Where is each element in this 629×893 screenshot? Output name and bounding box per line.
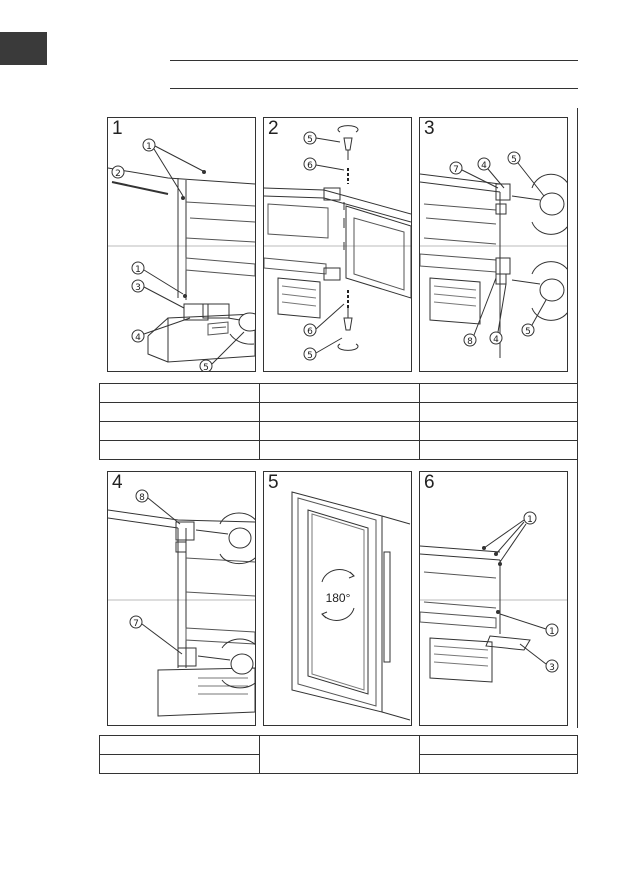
step-1-callout: 3 bbox=[135, 283, 141, 293]
step-5-illustration: 180° bbox=[291, 491, 411, 721]
step-3-callout: 4 bbox=[481, 161, 487, 171]
header-rule-bottom bbox=[170, 88, 578, 89]
step-3-callout: 5 bbox=[511, 155, 517, 165]
step-number: 5 bbox=[268, 472, 279, 493]
step-2-callout: 6 bbox=[307, 327, 313, 337]
step-number: 6 bbox=[424, 472, 435, 493]
step-number: 1 bbox=[112, 118, 123, 139]
language-tab bbox=[0, 32, 47, 65]
step-6-callout: 3 bbox=[549, 663, 555, 673]
step-1-callout: 5 bbox=[203, 363, 209, 371]
step-6-panel: 1 1 3 6 bbox=[419, 471, 568, 726]
step-4-panel: 8 7 4 bbox=[107, 471, 256, 726]
step-1-callout: 1 bbox=[135, 265, 141, 275]
step-4-illustration: 8 7 bbox=[108, 489, 255, 717]
step-3-callout: 4 bbox=[493, 335, 499, 345]
step-1-panel: 1 2 1 3 4 5 1 bbox=[107, 117, 256, 372]
rotation-label: 180° bbox=[326, 591, 351, 605]
step-3-callout: 5 bbox=[525, 327, 531, 337]
step-5-panel: 180° 5 bbox=[263, 471, 412, 726]
step-4-callout: 8 bbox=[139, 493, 145, 503]
table-1 bbox=[99, 383, 578, 460]
page-frame-line bbox=[577, 108, 578, 728]
step-1-illustration: 1 2 1 3 4 5 bbox=[108, 138, 255, 371]
step-2-callout: 5 bbox=[307, 135, 313, 145]
step-2-illustration: 5 6 6 5 bbox=[264, 125, 411, 361]
step-2-callout: 6 bbox=[307, 161, 313, 171]
step-2-panel: 5 6 6 5 2 bbox=[263, 117, 412, 372]
step-number: 3 bbox=[424, 118, 435, 139]
step-6-callout: 1 bbox=[527, 515, 533, 525]
step-6-illustration: 1 1 3 bbox=[420, 511, 567, 683]
step-4-callout: 7 bbox=[133, 619, 139, 629]
header-rule-top bbox=[170, 60, 578, 61]
step-1-callout: 2 bbox=[115, 169, 121, 179]
step-6-callout: 1 bbox=[549, 627, 555, 637]
step-3-callout: 8 bbox=[467, 337, 473, 347]
step-1-callout: 1 bbox=[146, 142, 152, 152]
table-2 bbox=[99, 735, 578, 774]
step-3-panel: 7 4 5 8 4 5 3 bbox=[419, 117, 568, 372]
step-2-callout: 5 bbox=[307, 351, 313, 361]
step-1-callout: 4 bbox=[135, 333, 141, 343]
step-number: 4 bbox=[112, 472, 123, 493]
step-3-callout: 7 bbox=[453, 165, 459, 175]
step-number: 2 bbox=[268, 118, 279, 139]
step-3-illustration: 7 4 5 8 4 5 bbox=[420, 151, 567, 358]
